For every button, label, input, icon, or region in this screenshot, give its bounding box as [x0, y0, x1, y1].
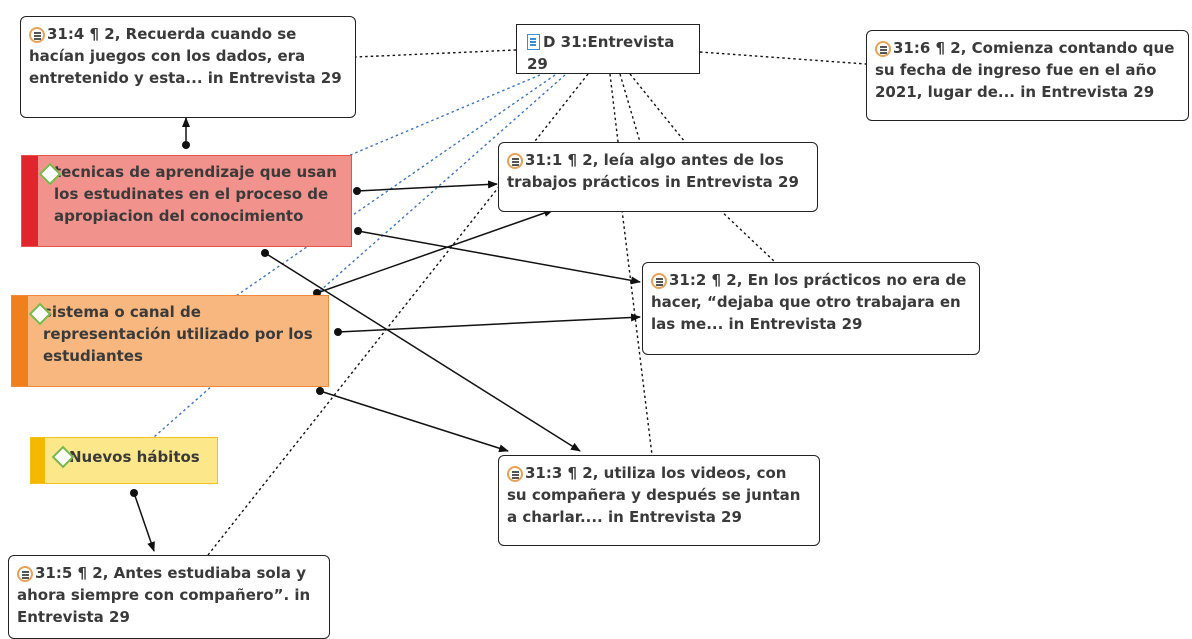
quotation-node-31-1[interactable]: 31:1 ¶ 2, leía algo antes de los trabajo… — [498, 142, 818, 212]
quotation-node-31-5[interactable]: 31:5 ¶ 2, Antes estudiaba sola y ahora s… — [8, 555, 330, 639]
quotation-text: 31:3 ¶ 2, utiliza los videos, con su com… — [507, 464, 801, 526]
code-label: tecnicas de aprendizaje que usan los est… — [54, 163, 337, 225]
document-label: D 31:Entrevista 29 — [527, 33, 675, 73]
arrow-sis-q313 — [319, 390, 509, 453]
doc-link-q314 — [355, 49, 517, 58]
document-icon — [527, 34, 540, 50]
arrow-dot — [316, 387, 324, 395]
arrow-dot — [130, 489, 138, 497]
code-node-tecnicas[interactable]: tecnicas de aprendizaje que usan los est… — [21, 155, 352, 247]
code-node-nuevos-habitos[interactable]: Nuevos hábitos — [30, 437, 218, 484]
doc-link-q312 — [719, 209, 776, 263]
arrow-tec-q312 — [357, 230, 641, 285]
quotation-text: 31:6 ¶ 2, Comienza contando que su fecha… — [875, 39, 1175, 101]
doc-link-q316 — [699, 51, 867, 65]
quotation-node-31-4[interactable]: 31:4 ¶ 2, Recuerda cuando se hacían jueg… — [20, 16, 356, 118]
arrow-dot — [334, 328, 342, 336]
doc-link-q311-b — [619, 73, 641, 143]
quotation-text: 31:2 ¶ 2, En los prácticos no era de hac… — [651, 271, 967, 333]
quote-icon — [29, 27, 45, 43]
code-node-sistema[interactable]: sistema o canal de representación utiliz… — [11, 295, 329, 387]
quotation-text: 31:1 ¶ 2, leía algo antes de los trabajo… — [507, 151, 799, 191]
quote-icon — [507, 466, 523, 482]
arrow-dot — [353, 187, 361, 195]
quote-icon — [875, 41, 891, 57]
arrow-dot — [182, 141, 190, 149]
code-label: Nuevos hábitos — [69, 448, 200, 466]
code-color-bar — [31, 438, 45, 483]
doc-link-q311-a — [609, 73, 619, 143]
code-color-bar — [22, 156, 38, 246]
arrow-nue-q315 — [133, 492, 155, 552]
quote-icon — [17, 566, 33, 582]
code-label: sistema o canal de representación utiliz… — [43, 303, 313, 365]
arrow-sis-q311 — [316, 209, 554, 294]
arrow-dot — [261, 249, 269, 257]
quotation-node-31-3[interactable]: 31:3 ¶ 2, utiliza los videos, con su com… — [498, 455, 820, 546]
quote-icon — [651, 273, 667, 289]
doc-link-q311-c — [629, 73, 686, 143]
quote-icon — [507, 153, 523, 169]
arrow-sis-q312 — [337, 313, 641, 333]
quotation-node-31-6[interactable]: 31:6 ¶ 2, Comienza contando que su fecha… — [866, 30, 1189, 121]
quotation-text: 31:4 ¶ 2, Recuerda cuando se hacían jueg… — [29, 25, 342, 87]
quotation-node-31-2[interactable]: 31:2 ¶ 2, En los prácticos no era de hac… — [642, 262, 980, 355]
code-color-bar — [12, 296, 28, 386]
arrow-dot — [354, 227, 362, 235]
document-node[interactable]: D 31:Entrevista 29 — [516, 24, 700, 74]
quotation-text: 31:5 ¶ 2, Antes estudiaba sola y ahora s… — [17, 564, 311, 626]
arrow-tec-q311 — [356, 180, 498, 192]
